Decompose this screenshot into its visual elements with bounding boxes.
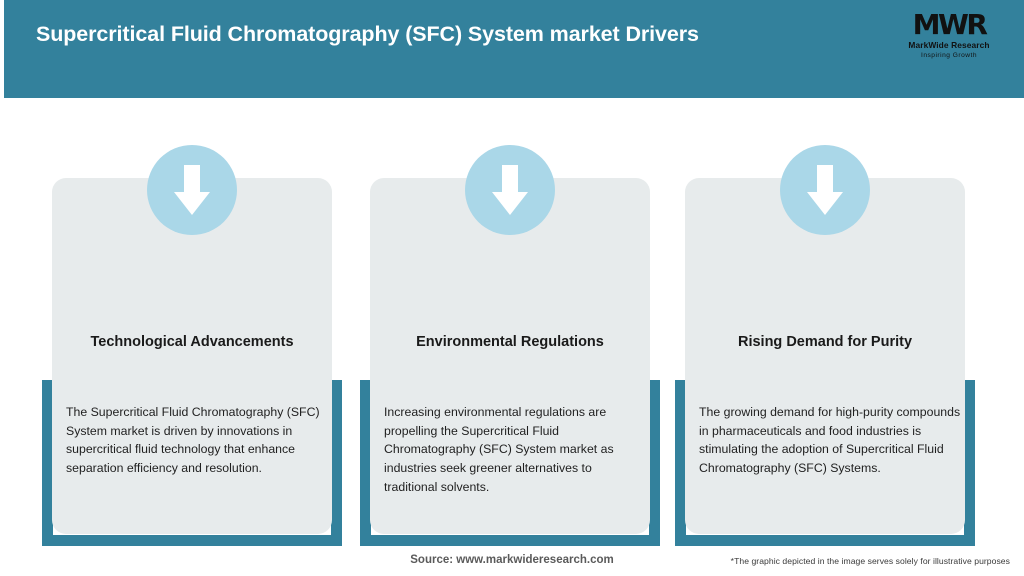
driver-card-title: Rising Demand for Purity <box>737 334 913 350</box>
card-accent-bracket <box>675 380 975 546</box>
driver-card-body: The Supercritical Fluid Chromatography (… <box>66 405 320 476</box>
arrow-down-icon <box>780 145 870 235</box>
page-title: Supercritical Fluid Chromatography (SFC)… <box>36 22 699 46</box>
driver-card-body: The growing demand for high-purity compo… <box>699 405 961 476</box>
driver-card: Rising Demand for Purity The growing dem… <box>685 178 965 534</box>
driver-cards-container: Technological Advancements The Supercrit… <box>0 98 1024 576</box>
driver-card: Environmental Regulations Increasing env… <box>370 178 650 534</box>
arrow-down-icon <box>465 145 555 235</box>
driver-card: Technological Advancements The Supercrit… <box>52 178 332 534</box>
logo-monogram: MWR <box>912 8 988 41</box>
logo-tagline: Inspiring Growth <box>920 52 977 59</box>
driver-card-group-3: Rising Demand for Purity The growing dem… <box>665 98 985 576</box>
card-accent-bracket <box>360 380 660 546</box>
driver-card-title: Technological Advancements <box>90 334 294 350</box>
card-accent-bracket <box>42 380 342 546</box>
disclaimer-note: *The graphic depicted in the image serve… <box>730 556 1010 566</box>
brand-logo: MWR MarkWide Research Inspiring Growth <box>894 10 1004 68</box>
driver-card-group-2: Environmental Regulations Increasing env… <box>350 98 670 576</box>
logo-company-name: MarkWide Research <box>908 40 990 50</box>
driver-card-group-1: Technological Advancements The Supercrit… <box>32 98 352 576</box>
driver-card-title: Environmental Regulations <box>416 334 604 350</box>
driver-card-body: Increasing environmental regulations are… <box>384 405 614 494</box>
source-label: Source: www.markwideresearch.com <box>410 554 614 566</box>
arrow-down-icon <box>147 145 237 235</box>
header-bar: Supercritical Fluid Chromatography (SFC)… <box>4 0 1024 98</box>
